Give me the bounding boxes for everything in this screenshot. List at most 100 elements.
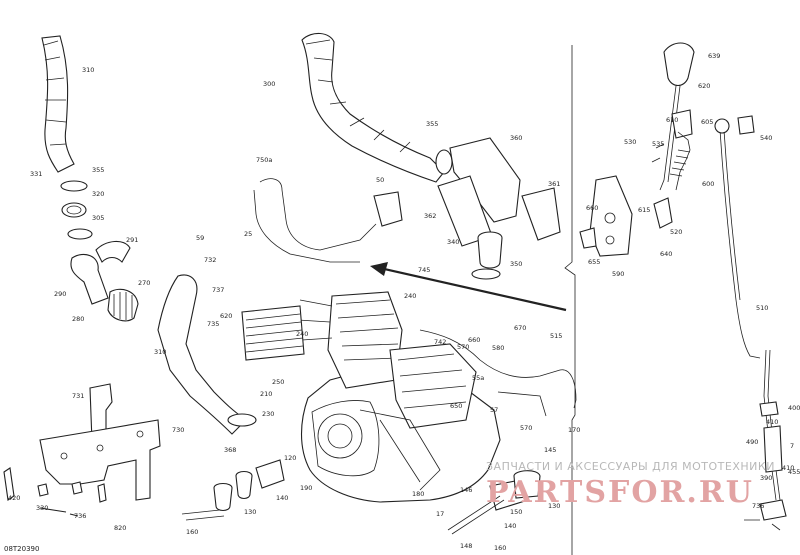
bracket-140 bbox=[255, 459, 285, 489]
callout-670: 670 bbox=[514, 324, 526, 332]
callout-25: 25 bbox=[244, 230, 252, 238]
callout-368: 368 bbox=[224, 446, 236, 454]
airbox-360 bbox=[449, 137, 521, 223]
callout-140: 140 bbox=[276, 494, 288, 502]
callout-570: 570 bbox=[457, 343, 469, 351]
callout-320: 320 bbox=[92, 190, 104, 198]
callout-455: 455 bbox=[788, 468, 800, 476]
callout-355: 355 bbox=[426, 120, 438, 128]
callout-146: 146 bbox=[460, 486, 472, 494]
callout-55a: 55a bbox=[472, 374, 484, 382]
callout-750a: 750a bbox=[256, 156, 272, 164]
bracket-730 bbox=[39, 419, 161, 501]
callout-270: 270 bbox=[138, 279, 150, 287]
clamp-305 bbox=[67, 228, 93, 240]
callout-640: 640 bbox=[660, 250, 672, 258]
callout-510: 510 bbox=[756, 304, 768, 312]
callout-300: 300 bbox=[263, 80, 275, 88]
callout-145: 145 bbox=[544, 446, 556, 454]
rod-400 bbox=[763, 425, 783, 473]
callout-660: 660 bbox=[586, 204, 598, 212]
callout-590: 590 bbox=[612, 270, 624, 278]
bolt-540 bbox=[714, 118, 730, 134]
callout-180: 180 bbox=[412, 490, 424, 498]
callout-736: 736 bbox=[74, 512, 86, 520]
callout-620: 620 bbox=[698, 82, 710, 90]
watermark-logo: PARTSFOR.RU bbox=[486, 475, 754, 510]
duct-291 bbox=[95, 240, 131, 263]
callout-120: 120 bbox=[284, 454, 296, 462]
section-divider bbox=[564, 45, 576, 555]
callout-330: 330 bbox=[36, 504, 48, 512]
callout-160: 160 bbox=[186, 528, 198, 536]
ring-350 bbox=[471, 268, 501, 280]
callout-17: 17 bbox=[436, 510, 444, 518]
callout-291: 291 bbox=[126, 236, 138, 244]
panel-361 bbox=[521, 187, 561, 241]
clamp-368 bbox=[227, 413, 257, 427]
callout-731: 731 bbox=[72, 392, 84, 400]
callout-742: 742 bbox=[434, 338, 446, 346]
callout-390: 390 bbox=[760, 474, 772, 482]
callout-210: 210 bbox=[260, 390, 272, 398]
callout-737: 737 bbox=[212, 286, 224, 294]
callout-605: 605 bbox=[701, 118, 713, 126]
callout-362: 362 bbox=[424, 212, 436, 220]
clamp-355-top bbox=[435, 149, 453, 175]
callout-515: 515 bbox=[550, 332, 562, 340]
callout-520: 520 bbox=[670, 228, 682, 236]
callout-140: 140 bbox=[504, 522, 516, 530]
callout-50: 50 bbox=[376, 176, 384, 184]
callout-130: 130 bbox=[548, 502, 560, 510]
bellows-270 bbox=[107, 288, 139, 322]
intake-hose-top bbox=[301, 32, 445, 183]
callout-490: 490 bbox=[746, 438, 758, 446]
callout-350: 350 bbox=[510, 260, 522, 268]
callout-361: 361 bbox=[548, 180, 560, 188]
callout-535: 535 bbox=[652, 140, 664, 148]
callout-57: 57 bbox=[490, 406, 498, 414]
callout-660: 660 bbox=[468, 336, 480, 344]
lower-air-duct bbox=[157, 274, 247, 435]
mount-130 bbox=[213, 482, 233, 512]
callout-540: 540 bbox=[760, 134, 772, 142]
callout-310: 310 bbox=[82, 66, 94, 74]
callout-290: 290 bbox=[54, 290, 66, 298]
intake-hose-left bbox=[41, 35, 75, 173]
callout-340: 340 bbox=[447, 238, 459, 246]
lever-620 bbox=[671, 109, 693, 139]
callout-732: 732 bbox=[204, 256, 216, 264]
callout-420: 420 bbox=[8, 494, 20, 502]
callout-331: 331 bbox=[30, 170, 42, 178]
link-640 bbox=[653, 197, 673, 229]
seal-320 bbox=[61, 202, 87, 218]
callout-610: 610 bbox=[666, 116, 678, 124]
callout-190: 190 bbox=[300, 484, 312, 492]
callout-570: 570 bbox=[520, 424, 532, 432]
callout-305: 305 bbox=[92, 214, 104, 222]
callout-820: 820 bbox=[114, 524, 126, 532]
watermark-caption: ЗАПЧАСТИ И АКСЕССУАРЫ ДЛЯ МОТОТЕХНИКИ bbox=[486, 460, 775, 473]
callout-600: 600 bbox=[702, 180, 714, 188]
callout-250: 250 bbox=[272, 378, 284, 386]
callout-615: 615 bbox=[638, 206, 650, 214]
boot-290 bbox=[70, 253, 109, 305]
callout-745: 745 bbox=[418, 266, 430, 274]
strip-420 bbox=[3, 467, 15, 501]
engine-assembly bbox=[297, 291, 501, 503]
callout-130: 130 bbox=[244, 508, 256, 516]
callout-639: 639 bbox=[708, 52, 720, 60]
callout-160: 160 bbox=[494, 544, 506, 552]
callout-580: 580 bbox=[492, 344, 504, 352]
callout-230: 230 bbox=[262, 410, 274, 418]
callout-310: 310 bbox=[154, 348, 166, 356]
callout-170: 170 bbox=[568, 426, 580, 434]
mount-130b bbox=[235, 470, 253, 500]
sensor-50 bbox=[373, 191, 403, 227]
direction-arrow bbox=[379, 266, 567, 312]
shift-knob-639 bbox=[663, 42, 695, 87]
callout-410: 410 bbox=[782, 464, 794, 472]
callout-736: 736 bbox=[752, 502, 764, 510]
